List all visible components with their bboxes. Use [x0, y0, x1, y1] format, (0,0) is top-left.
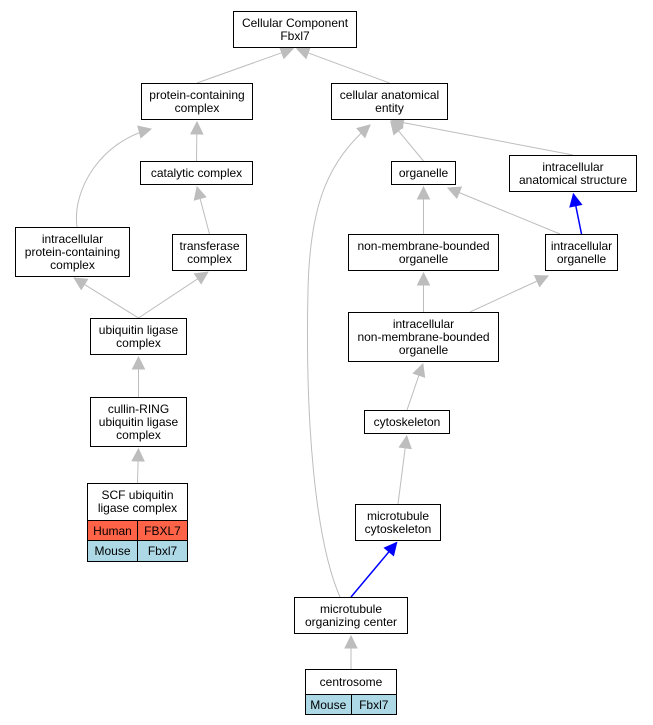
edge-arrowhead [446, 186, 463, 200]
node-label-line: anatomical structure [518, 172, 628, 187]
node-label-line: cellular anatomical [339, 87, 440, 102]
edge-arrowhead [398, 434, 412, 450]
edge-ubiquitin-ligase-complex-to-transferase-complex [138, 271, 209, 319]
gene-symbol-cell: Fbxl7 [137, 541, 187, 561]
edge-arrowhead [416, 271, 431, 286]
node-label-line: non-membrane-bounded [357, 238, 490, 253]
species-cell: Human [93, 523, 132, 538]
node-label-line: ubiquitin ligase [98, 414, 179, 429]
edge-intracellular-organelle-to-organelle [447, 187, 561, 235]
edge-intracellular-protein-containing-complex-to-protein-containing-complex [75, 128, 152, 228]
edge-arrowhead [344, 634, 358, 649]
edge-intracellular-non-membrane-bounded-organelle-to-intracellular-organelle [469, 275, 549, 313]
edge-intracellular-anatomical-structure-to-cellular-anatomical-entity [391, 119, 574, 156]
node-label-line: intracellular [392, 316, 455, 331]
edge-arrowhead [131, 447, 145, 462]
edge-arrowhead [279, 46, 295, 60]
node-label-line: catalytic complex [150, 165, 243, 180]
species-row-mouse: Mouse Fbxl7 [88, 541, 187, 561]
node-label-line: organelle [398, 342, 449, 357]
node-label-line: complex [50, 257, 95, 272]
node-label-line: transferase [179, 238, 240, 253]
node-label-line: organelle [398, 165, 449, 180]
node-label-line: Fbxl7 [280, 28, 310, 43]
edge-arrowhead [193, 271, 209, 285]
node-label-line: complex [174, 100, 220, 115]
node-label-line: Cellular Component [241, 15, 349, 30]
node-label-line: protein-containing [24, 244, 121, 259]
node-label-line: intracellular [550, 238, 613, 253]
edge-arrowhead [412, 362, 426, 378]
species-cell: Mouse [310, 697, 347, 712]
node-label-line: non-membrane-bounded [357, 329, 490, 344]
edge-arrowhead [295, 46, 311, 60]
node-catalytic-complex[interactable]: catalytic complex [140, 161, 253, 185]
node-label-line: centrosome [319, 674, 383, 689]
node-label-line: complex [116, 427, 161, 442]
node-label-line: ligase complex [97, 501, 178, 515]
edge-arrowhead [190, 120, 204, 135]
edge-arrowhead [137, 125, 153, 139]
gene-symbol-cell: FBXL7 [137, 521, 187, 540]
node-label-line: microtubule [319, 601, 383, 616]
node-organelle[interactable]: organelle [391, 161, 456, 185]
node-label-line: organelle [398, 251, 449, 266]
node-label-line: intracellular [542, 159, 604, 174]
edge-arrowhead [533, 275, 550, 288]
node-cytoskeleton[interactable]: cytoskeleton [364, 410, 450, 434]
species-cell: Mouse [94, 544, 131, 558]
gene-symbol-cell: Fbxl7 [350, 695, 397, 714]
node-label-line: cytoskeleton [364, 521, 432, 536]
node-label-line: complex [187, 251, 232, 266]
edge-microtubule-organizing-center-to-cellular-anatomical-entity [306, 124, 371, 598]
edge-ubiquitin-ligase-complex-to-intracellular-protein-containing-complex [73, 277, 139, 319]
edge-arrowhead [131, 355, 146, 370]
node-label-line: entity [375, 100, 404, 115]
node-label-line: complex [116, 335, 161, 350]
node-label-line: protein-containing [149, 87, 245, 102]
node-label-line: cytoskeleton [373, 414, 441, 429]
node-label-line: SCF ubiquitin [101, 488, 174, 502]
node-title: centrosome [306, 670, 396, 695]
node-label-line: ubiquitin ligase [98, 322, 179, 337]
node-label-line: microtubule [366, 508, 430, 523]
edge-arrowhead [356, 124, 371, 139]
edge-protein-containing-complex-to-root [196, 48, 294, 84]
node-label-line: organelle [556, 251, 607, 266]
edge-cellular-anatomical-entity-to-root [296, 48, 390, 84]
node-label-line: cullin-RING [107, 401, 170, 416]
node-label-line: organizing center [304, 614, 398, 629]
species-row-human: Human FBXL7 [88, 521, 187, 541]
edge-arrowhead [73, 277, 89, 291]
edge-arrowhead [416, 185, 431, 200]
edge-arrowhead [383, 541, 398, 557]
edge-arrowhead [193, 185, 207, 201]
node-label-line: intracellular [41, 231, 104, 246]
edge-arrowhead [569, 192, 583, 208]
